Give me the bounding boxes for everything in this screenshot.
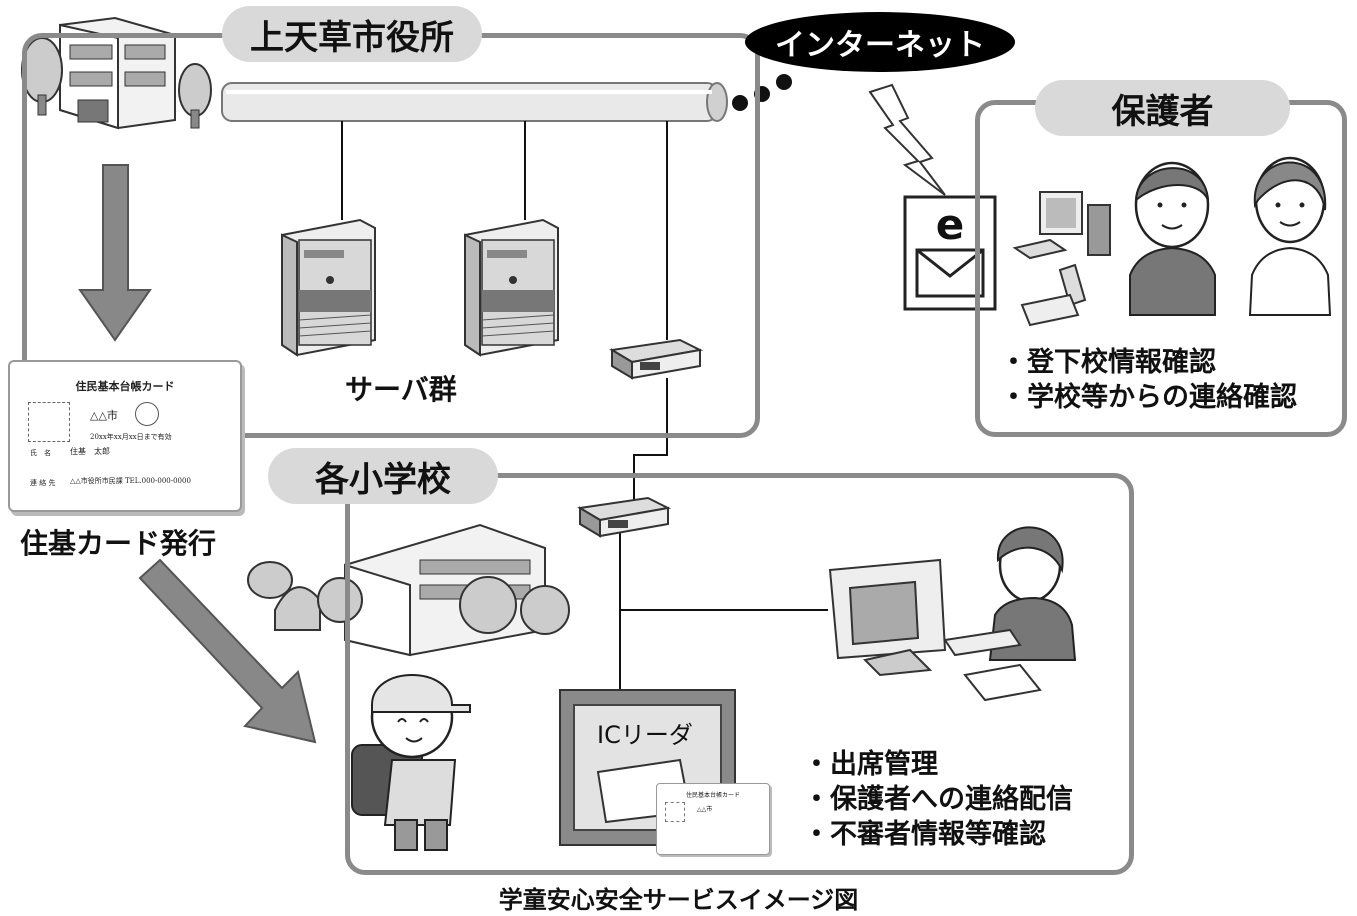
down-arrow-icon bbox=[78, 164, 152, 342]
internet-cloud: インターネット bbox=[745, 12, 1015, 72]
email-icon bbox=[903, 195, 997, 311]
school-feature-list: ・出席管理 ・保護者への連絡配信 ・不審者情報等確認 bbox=[803, 747, 1073, 852]
resident-card: 住民基本台帳カード △△市 20xx年xx月xx日まで有効 氏 名 住基 太郎 … bbox=[8, 360, 242, 512]
figure-caption: 学童安心安全サービスイメージ図 bbox=[498, 886, 859, 914]
mother-icon bbox=[1248, 156, 1332, 316]
school-title: 各小学校 bbox=[268, 448, 498, 504]
server-group-label: サーバ群 bbox=[345, 373, 457, 406]
tree-icon bbox=[178, 63, 212, 129]
server-icon bbox=[464, 218, 559, 357]
city-hall-building-icon bbox=[59, 16, 176, 130]
router-icon bbox=[609, 338, 704, 380]
tree-icon bbox=[247, 561, 570, 635]
router-icon bbox=[577, 496, 672, 538]
school-box bbox=[345, 473, 1134, 875]
guardian-title: 保護者 bbox=[1035, 80, 1290, 136]
mobile-phone-icon bbox=[1020, 263, 1087, 327]
ic-reader-label: ICリーダ bbox=[597, 721, 693, 749]
card-small-photo-box bbox=[665, 802, 685, 822]
server-icon bbox=[281, 218, 376, 357]
card-issue-caption: 住基カード発行 bbox=[20, 527, 217, 560]
school-feature-1: ・出席管理 bbox=[803, 749, 938, 780]
internet-label: インターネット bbox=[775, 28, 985, 63]
card-small-title: 住民基本台帳カード bbox=[685, 792, 740, 799]
card-issuer-value: △△市役所市民課 TEL.000-000-0000 bbox=[70, 477, 191, 485]
guardian-feature-2: ・学校等からの連絡確認 bbox=[1000, 382, 1297, 414]
office-worker-icon bbox=[828, 526, 1077, 702]
school-feature-3: ・不審者情報等確認 bbox=[803, 819, 1046, 851]
school-feature-2: ・保護者への連絡配信 bbox=[803, 784, 1073, 816]
card-small-city: △△市 bbox=[697, 806, 713, 813]
diagonal-arrow-icon bbox=[138, 558, 317, 744]
email-icon-letter: e bbox=[935, 200, 965, 249]
card-city-emblem-icon bbox=[135, 402, 159, 426]
card-validity: 20xx年xx月xx日まで有効 bbox=[90, 433, 172, 441]
tree-icon bbox=[21, 37, 63, 116]
ic-reader-icon bbox=[559, 689, 736, 846]
network-pipe bbox=[221, 82, 728, 122]
lightning-icon bbox=[868, 83, 946, 196]
resident-card-small: 住民基本台帳カード △△市 bbox=[656, 783, 770, 855]
guardian-feature-list: ・登下校情報確認 ・学校等からの連絡確認 bbox=[1000, 345, 1297, 415]
child-student-icon bbox=[351, 674, 471, 851]
card-city: △△市 bbox=[90, 409, 118, 422]
card-title: 住民基本台帳カード bbox=[75, 380, 175, 393]
card-issuer-label: 連 絡 先 bbox=[30, 479, 56, 487]
card-name-label: 氏 名 bbox=[30, 449, 51, 457]
card-photo-box bbox=[28, 402, 70, 442]
desktop-computer-icon bbox=[1012, 191, 1111, 260]
guardian-feature-1: ・登下校情報確認 bbox=[1000, 347, 1216, 378]
card-name-value: 住基 太郎 bbox=[70, 447, 110, 456]
city-hall-title: 上天草市役所 bbox=[222, 6, 482, 62]
father-icon bbox=[1129, 161, 1216, 316]
